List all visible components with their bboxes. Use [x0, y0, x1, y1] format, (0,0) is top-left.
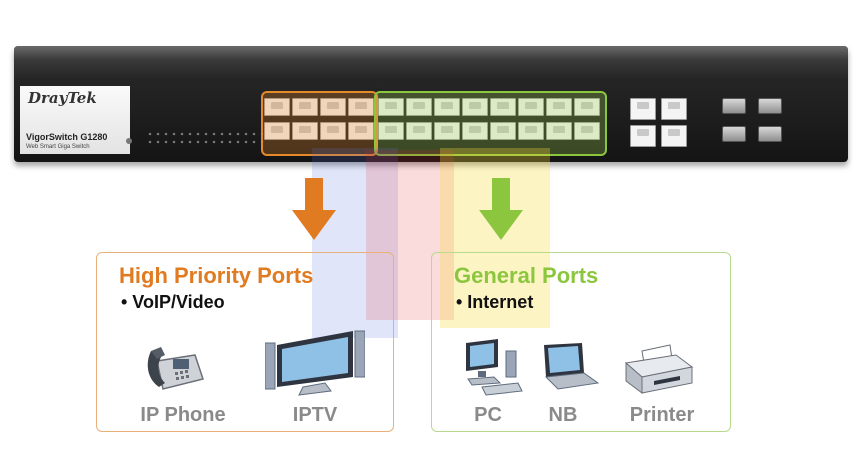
sfp-port — [758, 98, 782, 114]
rj45-port — [546, 122, 572, 140]
device-label: Printer — [629, 404, 695, 426]
rj45-port — [378, 122, 404, 140]
rj45-port — [546, 98, 572, 116]
rj45-port — [434, 122, 460, 140]
switch-top-face — [14, 46, 848, 80]
sfp-port — [722, 126, 746, 142]
iptv-icon — [265, 330, 365, 396]
rj45-port — [630, 125, 656, 147]
rj45-port — [462, 98, 488, 116]
network-switch: DrayTek VigorSwitch G1280 Web Smart Giga… — [14, 46, 848, 162]
watermark-block-blue — [312, 148, 398, 338]
high-priority-ports-highlight — [261, 91, 378, 156]
group-bullet: • Internet — [456, 292, 534, 312]
rj45-port — [292, 98, 318, 116]
rj45-port — [518, 98, 544, 116]
rj45-port — [490, 98, 516, 116]
rj45-port — [320, 98, 346, 116]
high-priority-ports-group: High Priority Ports • VoIP/Video IP Phon… — [96, 252, 394, 432]
switch-model-subtitle: Web Smart Giga Switch — [26, 144, 90, 150]
rj45-port — [630, 98, 656, 120]
switch-logo-panel: DrayTek VigorSwitch G1280 Web Smart Giga… — [20, 86, 130, 154]
notebook-icon — [544, 343, 600, 390]
rj45-port — [661, 98, 687, 120]
rj45-port — [264, 98, 290, 116]
rj45-ports-1-8 — [264, 98, 374, 142]
status-leds — [146, 130, 266, 146]
rj45-port — [348, 98, 374, 116]
group-title: General Ports — [454, 263, 599, 288]
rj45-port — [661, 125, 687, 147]
rj45-port — [378, 98, 404, 116]
printer-icon — [624, 344, 694, 394]
orange-down-arrow-icon — [292, 178, 336, 240]
rj45-port — [264, 122, 290, 140]
rj45-port — [320, 122, 346, 140]
device-label: IP Phone — [140, 404, 226, 426]
switch-model: VigorSwitch G1280 — [26, 132, 108, 142]
rj45-port — [348, 122, 374, 140]
rj45-port — [518, 122, 544, 140]
general-ports-highlight — [374, 91, 607, 156]
rj45-port — [574, 122, 600, 140]
brand-logo: DrayTek — [28, 89, 97, 107]
sfp-port — [722, 98, 746, 114]
sfp-port — [758, 126, 782, 142]
group-title: High Priority Ports — [119, 263, 314, 288]
rj45-port — [434, 98, 460, 116]
rj45-port — [292, 122, 318, 140]
device-label: IPTV — [292, 404, 338, 426]
device-label: PC — [474, 404, 502, 426]
sfp-ports — [722, 98, 784, 146]
device-label: NB — [548, 404, 578, 426]
reset-button — [126, 138, 132, 144]
pc-icon — [466, 339, 523, 396]
rj45-port — [462, 122, 488, 140]
ip-phone-icon — [147, 347, 204, 390]
rj45-port — [490, 122, 516, 140]
general-ports-group: General Ports • Internet PC NB Printer — [431, 252, 731, 432]
rj45-port — [574, 98, 600, 116]
rj45-port — [406, 122, 432, 140]
green-down-arrow-icon — [479, 178, 523, 240]
group-bullet: • VoIP/Video — [121, 292, 225, 312]
watermark-block-red — [366, 150, 454, 320]
rj45-port — [406, 98, 432, 116]
rj45-combo-ports — [630, 98, 687, 147]
rj45-ports-9-24 — [378, 98, 600, 142]
